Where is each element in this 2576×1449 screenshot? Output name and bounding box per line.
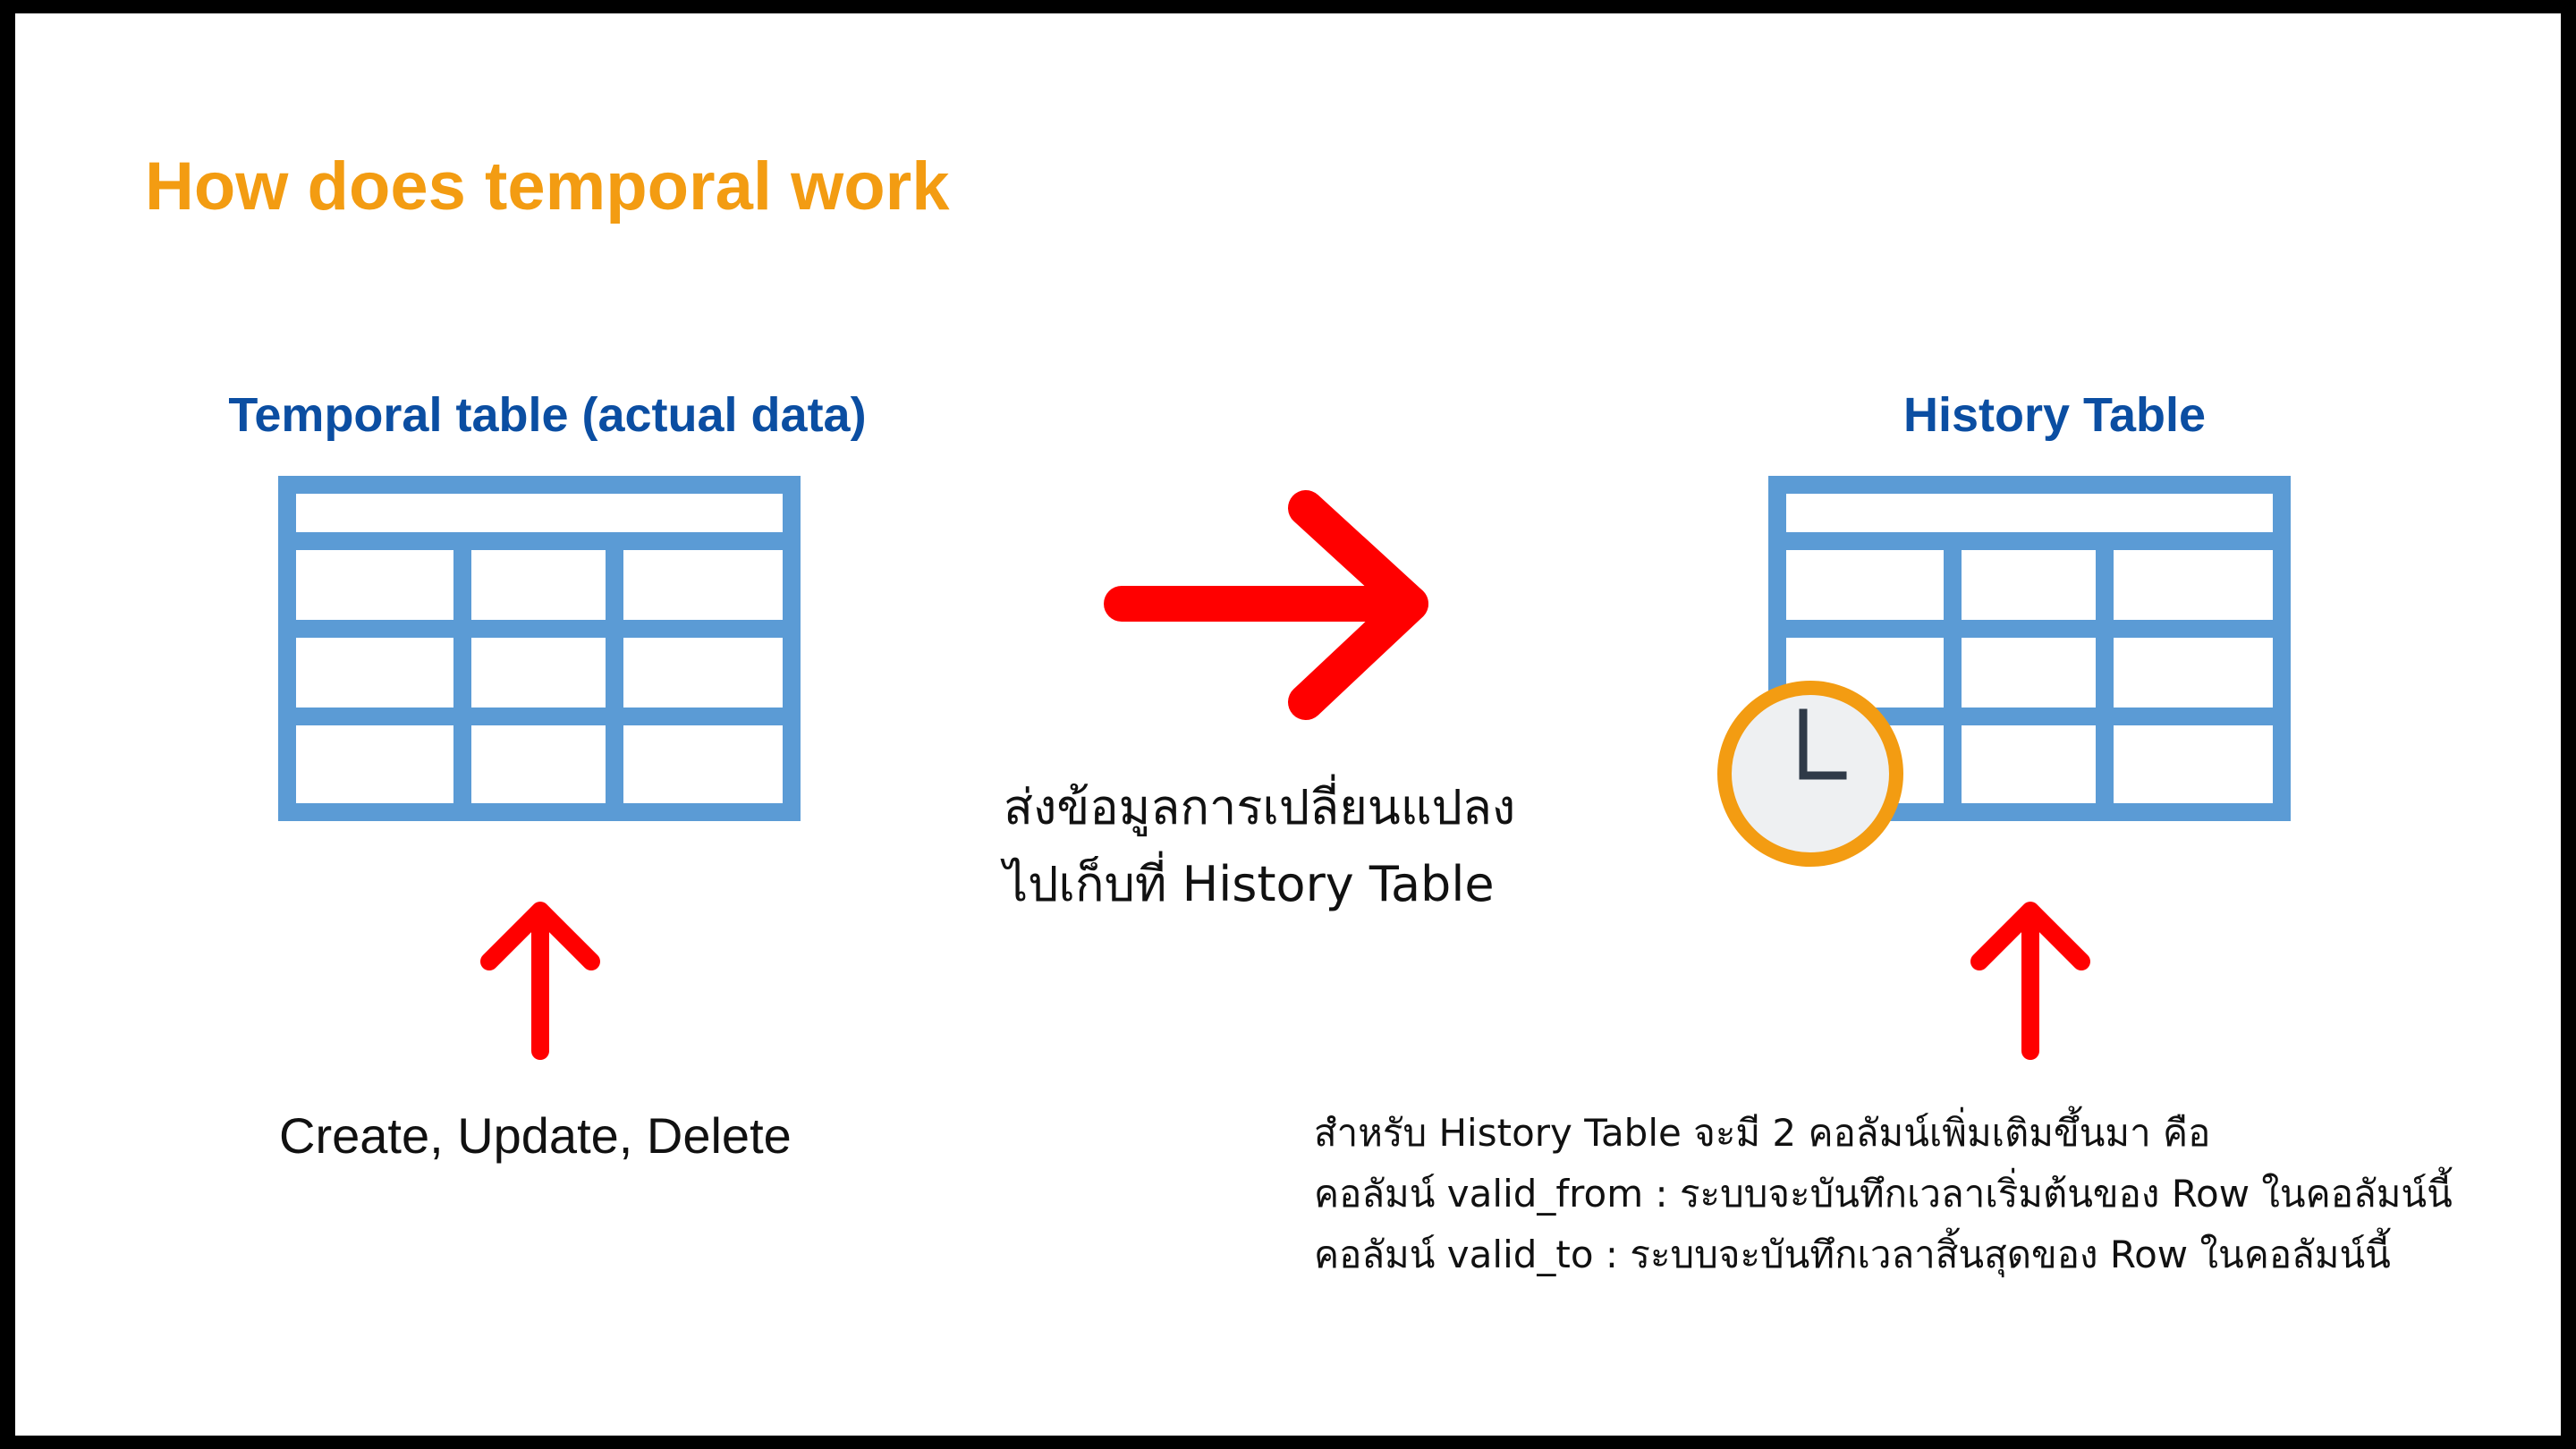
page-title: How does temporal work — [145, 148, 950, 225]
history-arrow-up-icon — [1970, 902, 2090, 1060]
slide: How does temporal work Temporal table (a… — [15, 13, 2561, 1436]
arrow-right-icon — [1104, 490, 1428, 720]
transfer-caption-line-1: ส่งข้อมูลการเปลี่ยนแปลง — [1004, 779, 1516, 835]
temporal-table-title: Temporal table (actual data) — [228, 388, 867, 442]
history-note-line-3: คอลัมน์ valid_to : ระบบจะบันทึกเวลาสิ้นส… — [1314, 1233, 2391, 1276]
temporal-table-grid-icon — [278, 476, 801, 821]
history-table-title: History Table — [1902, 388, 2207, 442]
operations-arrow-up-icon — [480, 902, 600, 1060]
transfer-caption-line-2: ไปเก็บที่ History Table — [1004, 856, 1495, 912]
history-note: สำหรับ History Table จะมี 2 คอลัมน์เพิ่ม… — [1314, 1103, 2453, 1285]
clock-icon — [1717, 681, 1903, 867]
operations-label: Create, Update, Delete — [279, 1107, 792, 1164]
history-note-line-1: สำหรับ History Table จะมี 2 คอลัมน์เพิ่ม… — [1314, 1111, 2211, 1155]
transfer-caption: ส่งข้อมูลการเปลี่ยนแปลง ไปเก็บที่ Histor… — [1004, 769, 1515, 923]
diagram-graphics — [278, 476, 2291, 1060]
history-note-line-2: คอลัมน์ valid_from : ระบบจะบันทึกเวลาเริ… — [1314, 1172, 2453, 1216]
